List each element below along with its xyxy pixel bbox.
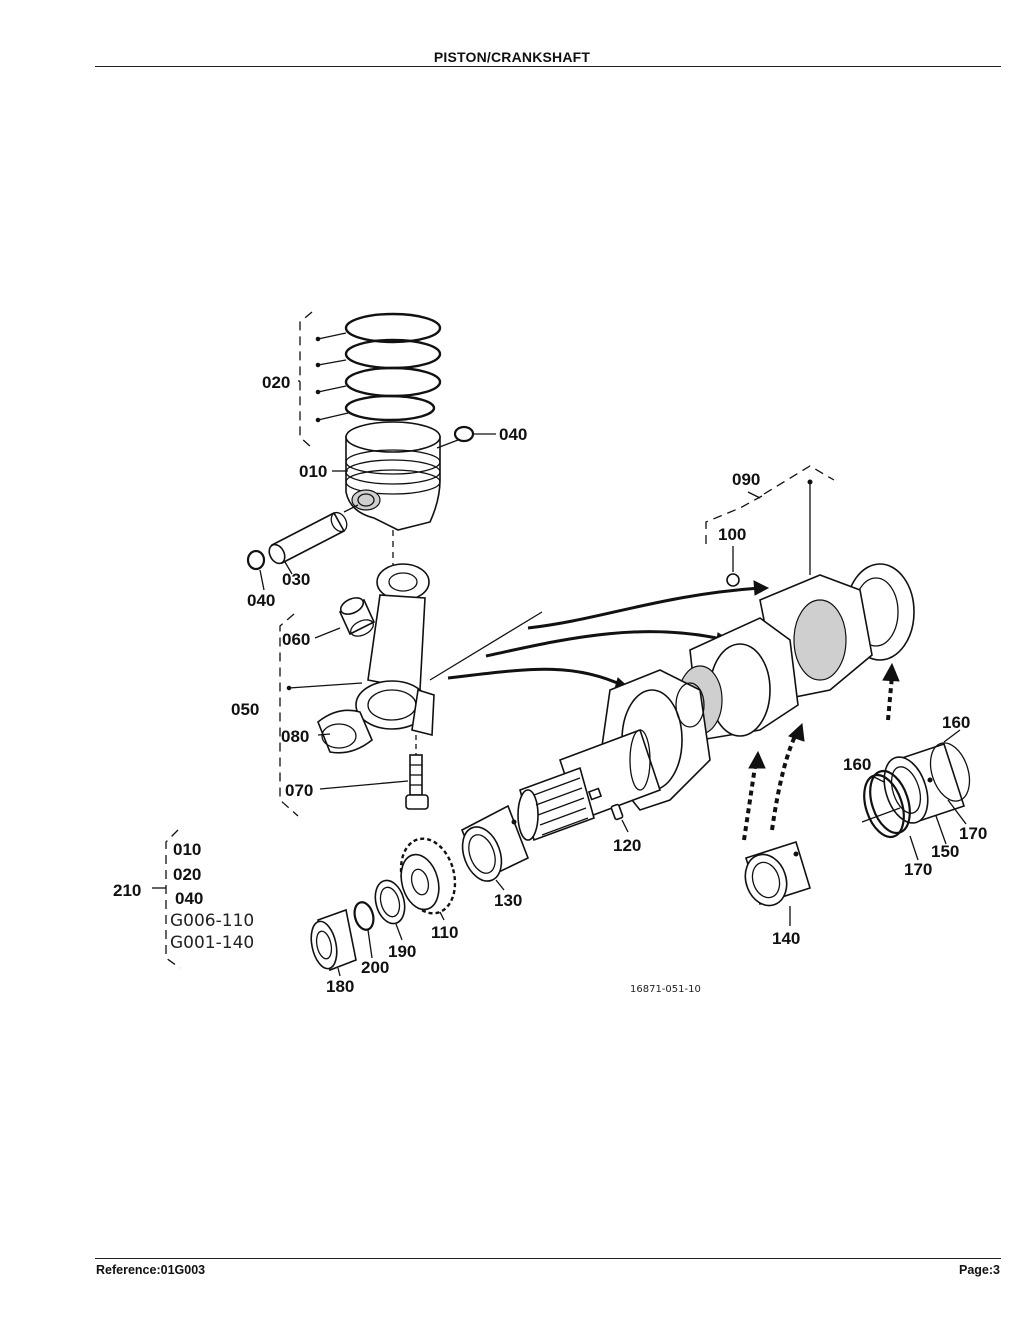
kit-item-010: 010 xyxy=(173,840,201,859)
callout-130: 130 xyxy=(494,891,522,910)
bearing-case-assembly xyxy=(861,729,971,861)
header-rule xyxy=(95,66,1001,67)
callout-190: 190 xyxy=(388,942,416,961)
page-title: PISTON/CRANKSHAFT xyxy=(433,49,591,65)
callout-080: 080 xyxy=(281,727,309,746)
piston xyxy=(345,421,441,566)
crankshaft-gear xyxy=(399,837,457,921)
callout-160-upper: 160 xyxy=(942,713,970,732)
callout-170-right: 170 xyxy=(959,824,987,843)
crankpin-bearing xyxy=(317,709,373,754)
callout-020: 020 xyxy=(262,373,290,392)
reference-label: Reference:01G003 xyxy=(96,1263,206,1277)
kit-ref-g006: G006-110 xyxy=(170,911,254,931)
kit-item-040: 040 xyxy=(175,889,203,908)
crankshaft xyxy=(517,563,915,842)
callout-010: 010 xyxy=(299,462,327,481)
callout-180: 180 xyxy=(326,977,354,996)
callout-060: 060 xyxy=(282,630,310,649)
page-number: Page:3 xyxy=(959,1263,1000,1277)
kit-item-020: 020 xyxy=(173,865,201,884)
callout-100: 100 xyxy=(718,525,746,544)
woodruff-key xyxy=(610,803,624,821)
callout-140: 140 xyxy=(772,929,800,948)
small-end-bushing xyxy=(338,597,376,637)
main-bearing xyxy=(744,840,811,926)
drawing-number: 16871-051-10 xyxy=(630,984,701,995)
connecting-rod-bolt xyxy=(405,754,429,810)
callout-030: 030 xyxy=(282,570,310,589)
callout-210: 210 xyxy=(113,881,141,900)
callout-040-left: 040 xyxy=(247,591,275,610)
callout-110: 110 xyxy=(431,923,458,942)
piston-pin xyxy=(268,504,359,575)
kit-ref-g001: G001-140 xyxy=(170,933,254,953)
callout-040-right: 040 xyxy=(499,425,527,444)
connecting-rod xyxy=(355,563,435,760)
callout-160-lower: 160 xyxy=(843,755,871,774)
snap-ring-right xyxy=(453,425,475,443)
piston-rings xyxy=(298,311,442,449)
front-oil-seal xyxy=(310,908,357,977)
callout-090: 090 xyxy=(732,470,760,489)
callout-050: 050 xyxy=(231,700,259,719)
o-ring xyxy=(353,901,375,931)
footer-rule xyxy=(95,1258,1001,1259)
callout-150: 150 xyxy=(931,842,959,861)
front-bushing xyxy=(460,804,530,891)
callout-070: 070 xyxy=(285,781,313,800)
callout-120: 120 xyxy=(613,836,641,855)
assembly-arrows xyxy=(429,580,900,841)
callout-170-lower: 170 xyxy=(904,860,932,879)
callout-200: 200 xyxy=(361,958,389,977)
snap-ring-left xyxy=(246,549,266,571)
